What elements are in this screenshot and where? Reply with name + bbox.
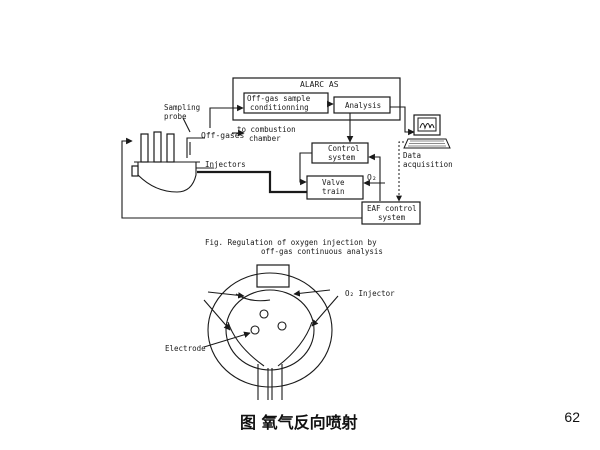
pc-to-eaf-dashed-line — [396, 141, 404, 202]
eaf-box-line2: system — [378, 213, 406, 222]
fig-caption-line1: Fig. Regulation of oxygen injection by — [205, 238, 377, 247]
page-number: 62 — [564, 409, 580, 425]
electrode-1 — [259, 309, 269, 319]
eaf-to-control-line — [368, 153, 381, 201]
electrode-3 — [277, 321, 287, 331]
injector-arrow-top-left — [207, 291, 245, 299]
chute-left — [257, 364, 269, 400]
control-box-line1: Control — [328, 144, 360, 153]
furnace — [131, 131, 214, 193]
injector-arrow-right — [311, 295, 339, 327]
top-slot — [256, 264, 290, 288]
injector-arrow-top-right — [293, 289, 331, 297]
data-acquisition-line1: Data — [403, 151, 421, 160]
data-acquisition-line2: acquisition — [403, 160, 453, 169]
electrode-label: Electrode — [165, 344, 206, 353]
alarc-as-title: ALARC AS — [300, 80, 339, 89]
off-gases-label: Off-gases — [201, 131, 245, 140]
jet-right — [277, 321, 313, 367]
eaf-feedback-loop — [121, 137, 362, 219]
electrode-2 — [250, 325, 260, 335]
furnace-top-view — [203, 264, 339, 400]
electrode-pointer — [203, 331, 251, 348]
chute-right — [271, 364, 283, 400]
oxygen-pipe-to-injectors — [197, 170, 307, 194]
injector-arrow-left — [203, 299, 231, 331]
control-box-line2: system — [328, 153, 356, 162]
valve-train-box — [306, 175, 364, 200]
valve-box-line1: Valve — [322, 178, 345, 187]
computer-icon — [403, 114, 451, 149]
to-combustion-line2: chamber — [249, 134, 281, 143]
offgas-box-line1: Off-gas sample — [247, 94, 311, 103]
to-combustion-line1: to combustion — [237, 125, 296, 134]
analysis-to-pc-line — [390, 106, 415, 136]
o2-injector-label: O₂ Injector — [345, 289, 395, 298]
oxygen-label: O₂ — [367, 173, 377, 182]
injectors-label: Injectors — [205, 160, 246, 169]
control-to-valve-line — [299, 152, 312, 186]
furnace-outer-shell — [207, 272, 333, 388]
sampling-probe-line1: Sampling — [164, 103, 200, 112]
eaf-control-box — [361, 201, 421, 225]
sampling-probe-line2: probe — [164, 112, 187, 121]
furnace-inner-wall — [225, 289, 315, 371]
fig-caption-line2: off-gas continuous analysis — [261, 247, 383, 256]
valve-box-line2: train — [322, 187, 345, 196]
probe-to-system-line — [209, 104, 244, 128]
alarc-as-system: ALARC AS Off-gas sample conditionning An… — [232, 77, 401, 121]
analysis-label: Analysis — [345, 101, 381, 110]
sampling-probe-pointer — [182, 117, 191, 133]
eaf-box-line1: EAF control — [367, 204, 417, 213]
chinese-caption: 图 氧气反向喷射 — [240, 413, 358, 432]
offgas-box-line2: conditionning — [250, 103, 309, 112]
analysis-box — [333, 96, 391, 114]
